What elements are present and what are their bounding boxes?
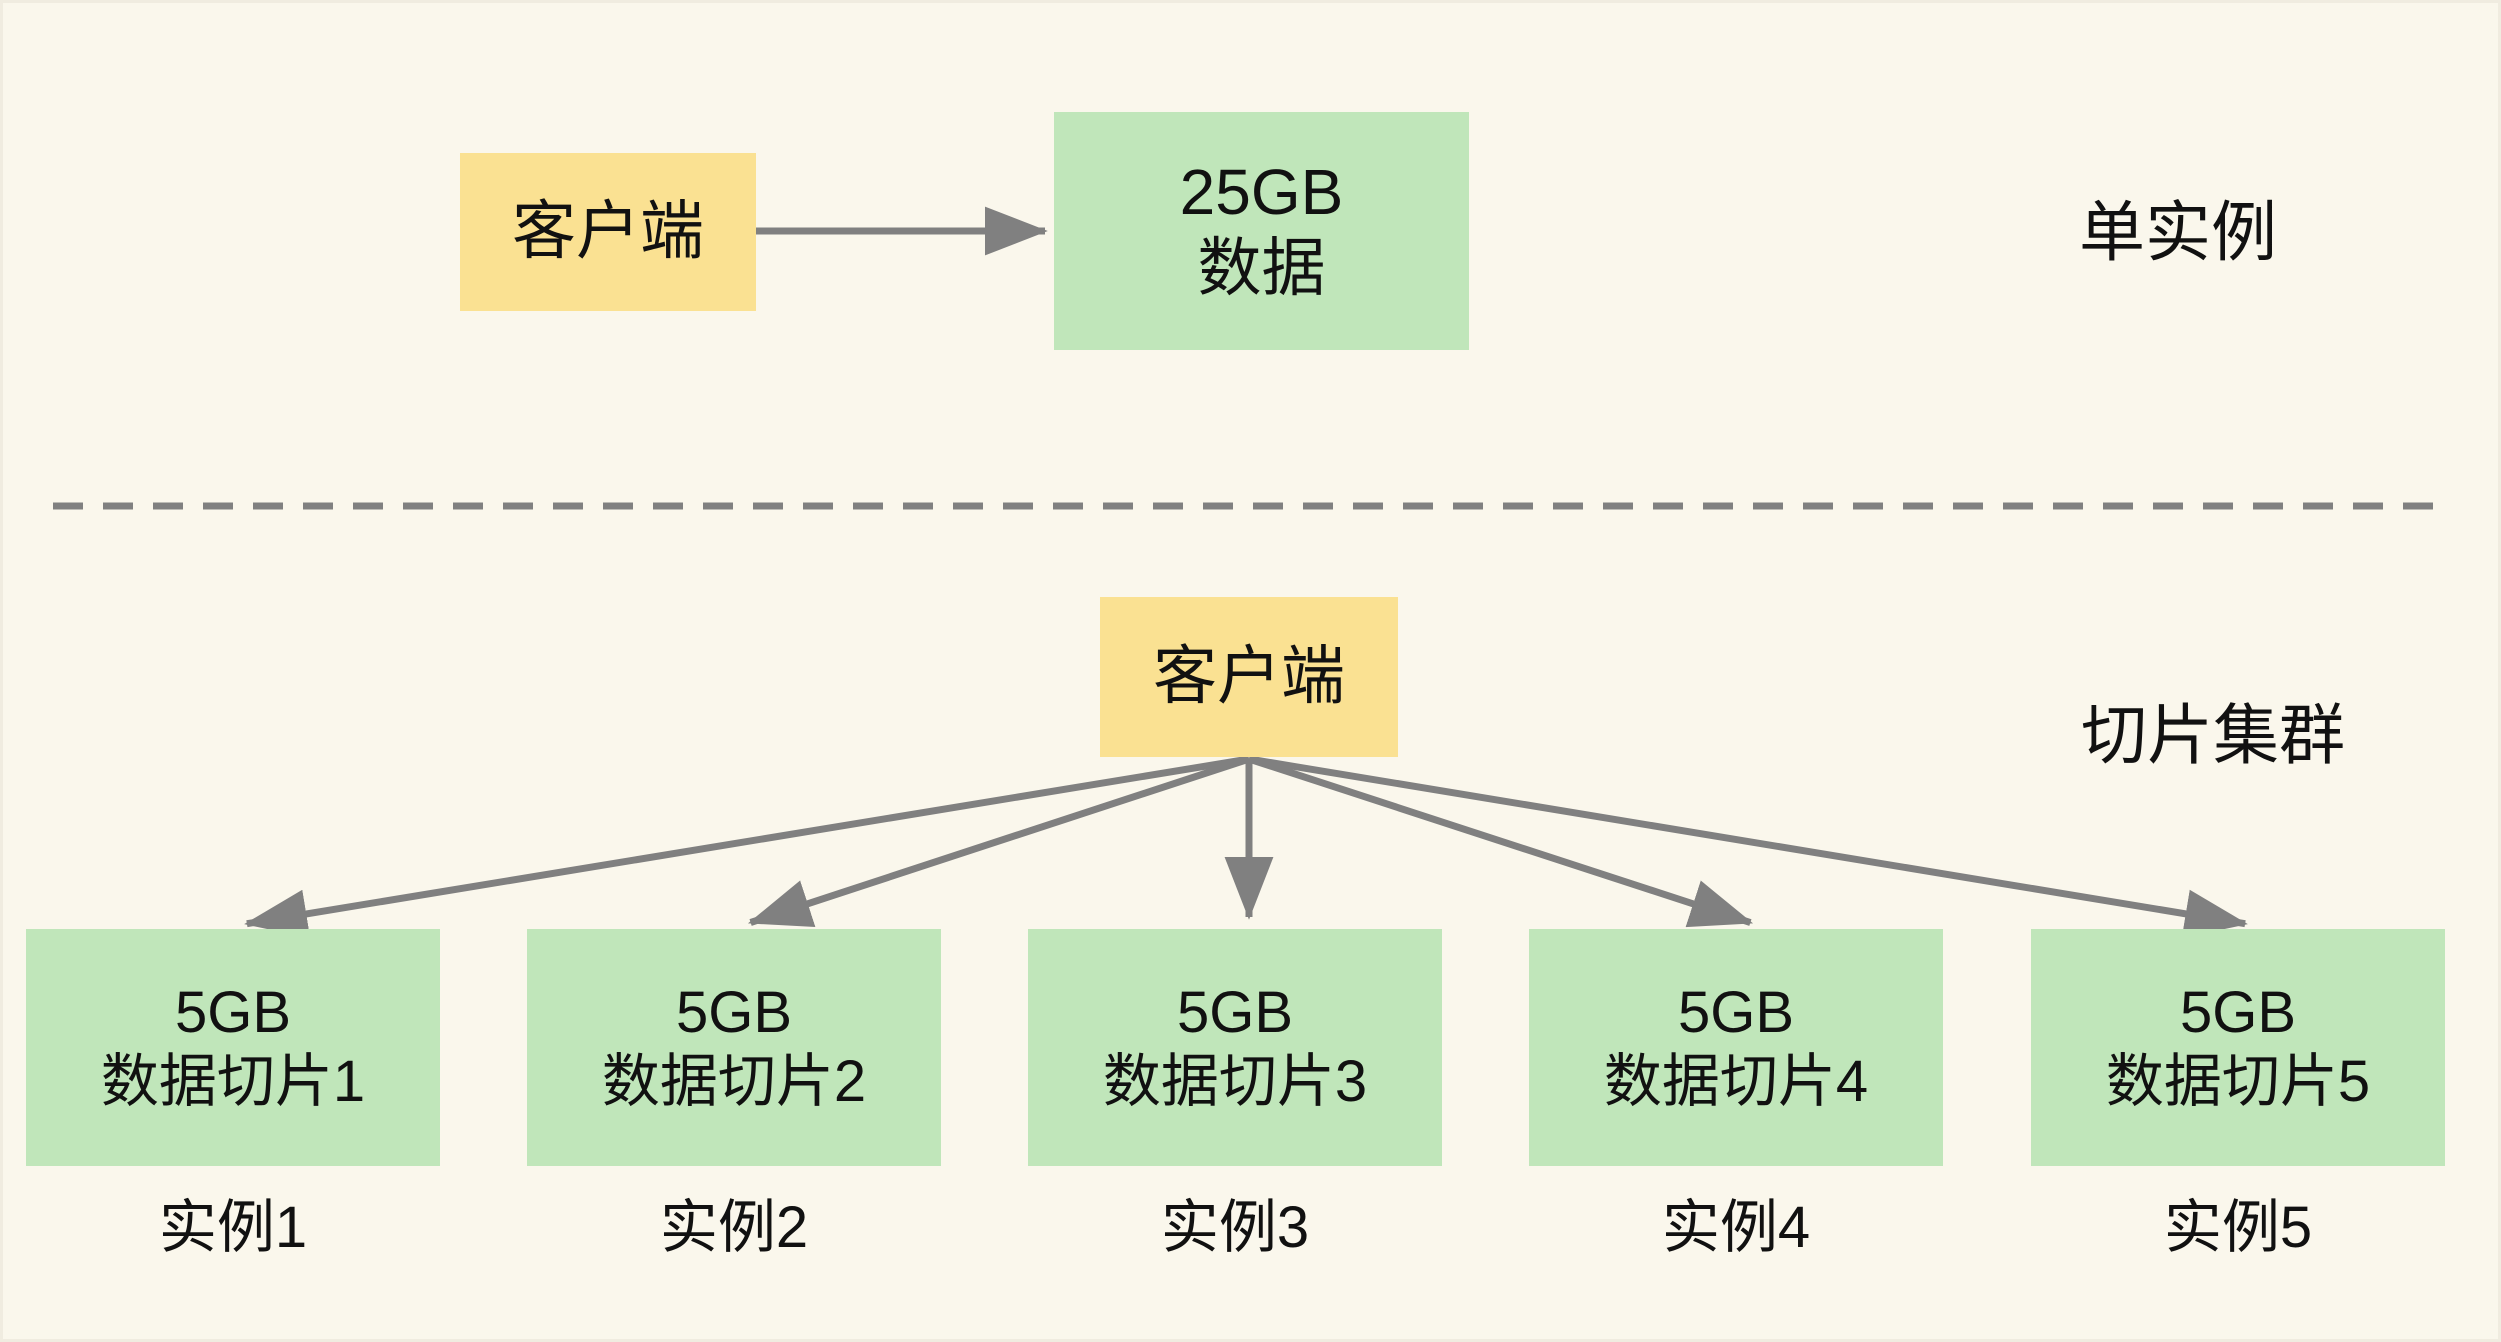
arrow-to-shard-4 (1247, 755, 1754, 928)
arrow-to-shard-1 (244, 755, 1250, 939)
client-box-label: 客户端 (1153, 640, 1345, 713)
shard-size: 5GB (1176, 980, 1294, 1046)
client-box-single-instance[interactable]: 客户端 (460, 153, 756, 311)
shard-caption: 数据切片1 (100, 1048, 366, 1114)
shard-size: 5GB (174, 980, 292, 1046)
shard-caption: 数据切片5 (2105, 1048, 2371, 1114)
shard-caption: 数据切片4 (1603, 1048, 1869, 1114)
data-box-caption: 数据 (1197, 232, 1326, 304)
shard-size: 5GB (675, 980, 793, 1046)
data-box-size: 25GB (1179, 156, 1344, 229)
arrow-to-shard-2 (747, 755, 1251, 928)
data-box-25gb[interactable]: 25GB 数据 (1054, 112, 1469, 350)
arrow-client-to-shards (244, 755, 2248, 939)
client-box-label: 客户端 (512, 195, 704, 268)
instance-label-1: 实例1 (158, 1195, 308, 1260)
client-box-sharded-cluster[interactable]: 客户端 (1100, 597, 1398, 757)
shard-size: 5GB (1677, 980, 1795, 1046)
shard-caption: 数据切片3 (1102, 1048, 1368, 1114)
section-label-single-instance: 单实例 (2079, 195, 2277, 269)
instance-label-4: 实例4 (1661, 1195, 1811, 1260)
instance-label-2: 实例2 (659, 1195, 809, 1260)
instance-label-3: 实例3 (1160, 1195, 1310, 1260)
instance-label-5: 实例5 (2163, 1195, 2313, 1260)
shard-caption: 数据切片2 (601, 1048, 867, 1114)
arrow-to-shard-5 (1248, 755, 2248, 939)
shard-size: 5GB (2179, 980, 2297, 1046)
section-label-sharded-cluster: 切片集群 (2081, 698, 2345, 772)
